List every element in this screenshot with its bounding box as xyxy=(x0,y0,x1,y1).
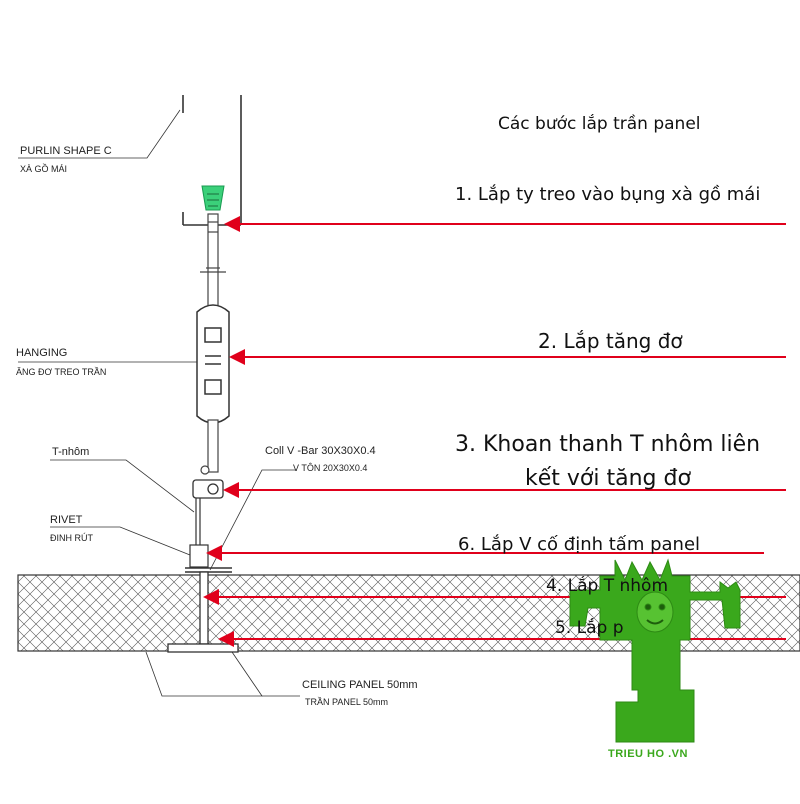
rivet-leader xyxy=(50,526,191,556)
rivet-label-vn: ĐINH RÚT xyxy=(50,533,93,543)
step-arrows xyxy=(203,216,786,647)
logo-text: TRIEU HO .VN xyxy=(608,748,688,760)
step-1-text: 1. Lắp ty treo vào bụng xà gồ mái xyxy=(455,184,761,205)
t-nhom-label: T-nhôm xyxy=(52,446,90,458)
t-profile xyxy=(167,571,239,653)
threaded-rod xyxy=(200,213,226,313)
purlin-label-vn: XÀ GỒ MÁI xyxy=(20,164,68,174)
t-bar-vertical xyxy=(189,498,209,568)
step-3-text-line1: 3. Khoan thanh T nhôm liên xyxy=(455,432,761,457)
step-3-text-line2: kết với tăng đơ xyxy=(525,466,691,491)
hanging-label: HANGING xyxy=(16,347,68,359)
ceiling-leader xyxy=(145,651,263,697)
lower-rod xyxy=(200,419,219,475)
diagram-title: Các bước lắp trần panel xyxy=(498,114,701,134)
step-4-text: 4. Lắp T nhôm xyxy=(546,576,669,596)
turnbuckle xyxy=(196,304,230,424)
ceiling-panel-label-vn: TRẦN PANEL 50mm xyxy=(305,697,389,707)
purlin-label: PURLIN SHAPE C xyxy=(20,145,112,157)
rivet-label: RIVET xyxy=(50,514,83,526)
hanging-label-vn: ĂNG ĐƠ TREO TRẦN xyxy=(16,367,107,377)
connector-block xyxy=(192,479,224,499)
purlin-leader xyxy=(18,109,181,159)
coll-v-label: Coll V -Bar 30X30X0.4 xyxy=(265,445,376,457)
coll-v-leader xyxy=(209,469,297,571)
hanger-clamp xyxy=(201,185,225,211)
ceiling-panel-label: CEILING PANEL 50mm xyxy=(302,679,418,691)
step-2-text: 2. Lắp tăng đơ xyxy=(538,329,683,353)
tiger-mascot-icon xyxy=(569,558,741,743)
t-nhom-leader xyxy=(50,459,195,513)
v-ton-label: V TÔN 20X30X0.4 xyxy=(293,463,368,473)
step-5-text: 5. Lắp p xyxy=(555,618,624,638)
step-6-text: 6. Lắp V cố định tấm panel xyxy=(458,534,701,555)
